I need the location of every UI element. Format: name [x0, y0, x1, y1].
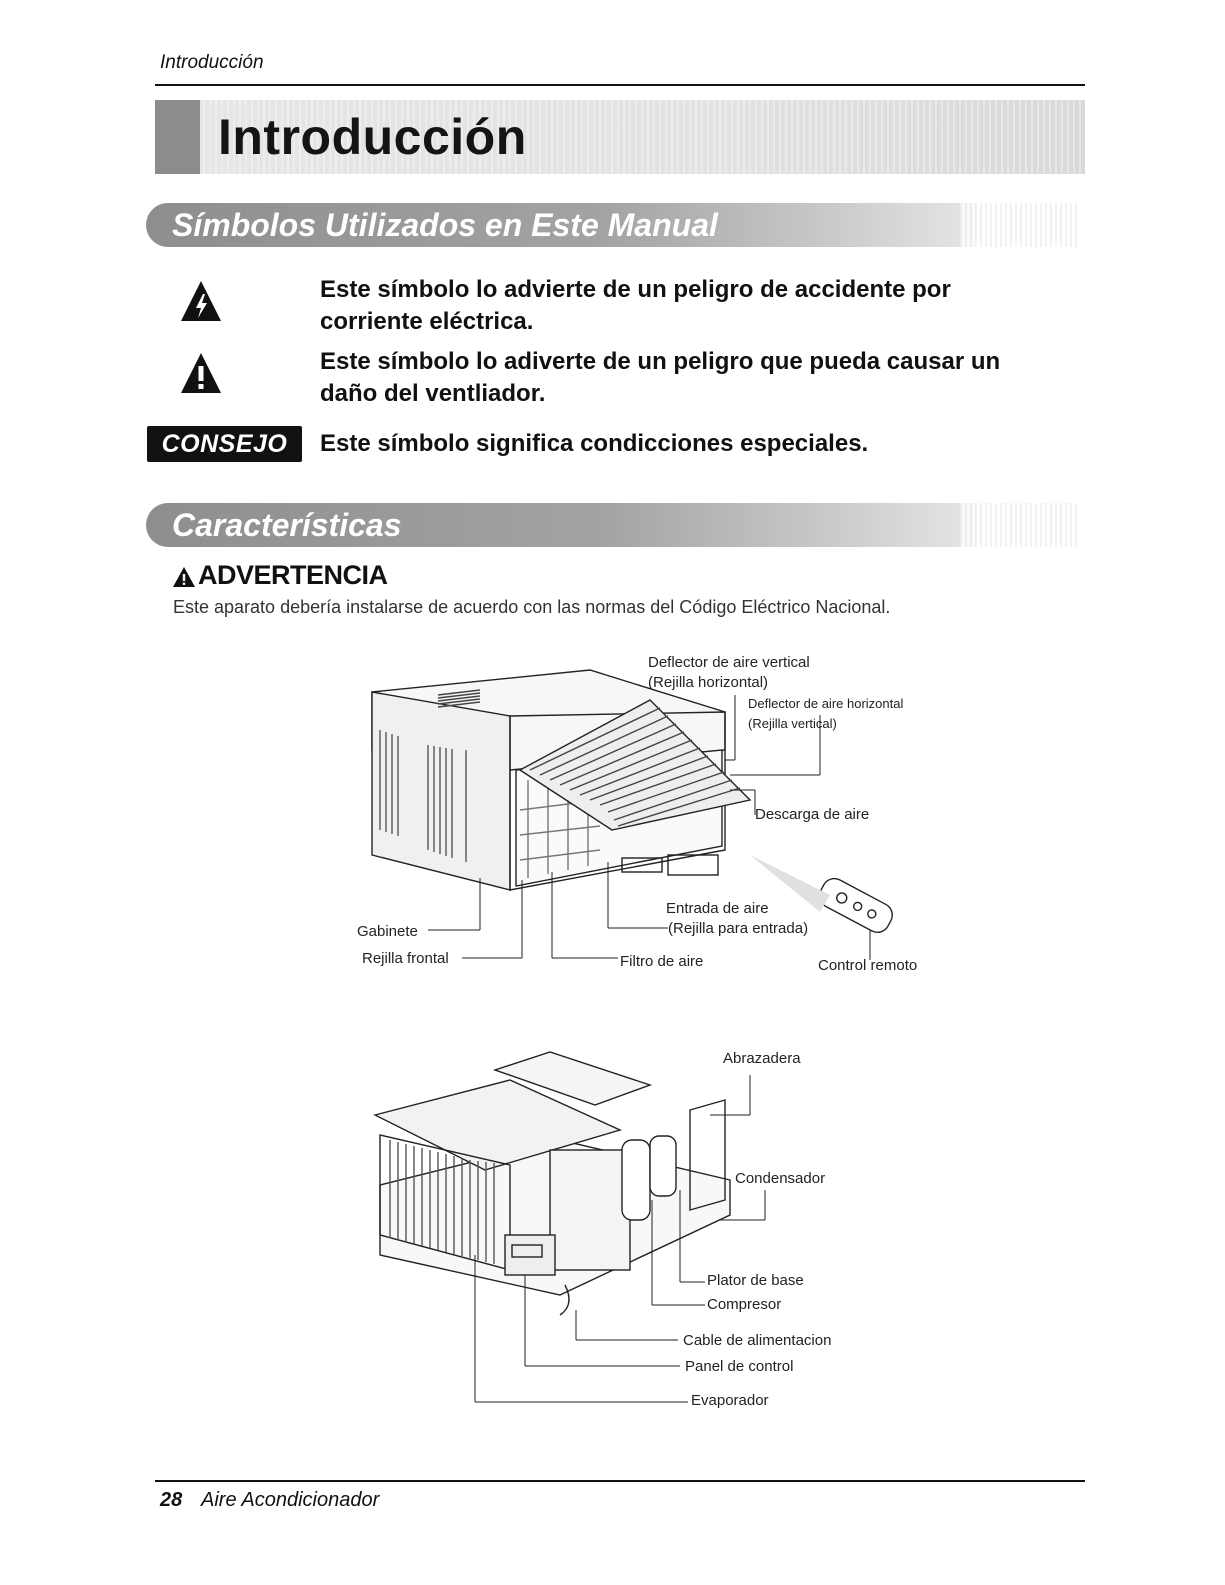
label-deflector-horizontal: Deflector de aire horizontal [748, 696, 903, 711]
section-banner-fade [960, 503, 1080, 547]
symbol-text-electric: Este símbolo lo advierte de un peligro d… [320, 274, 1080, 338]
label-rejilla-vertical: (Rejilla vertical) [748, 716, 837, 731]
running-header: Introducción [160, 52, 264, 74]
symbol-text-tip: Este símbolo significa condicciones espe… [320, 428, 1080, 460]
label-filtro: Filtro de aire [620, 953, 703, 970]
page-number: 28 [160, 1489, 182, 1512]
label-compresor: Compresor [707, 1296, 781, 1313]
footer-title: Aire Acondicionador [201, 1489, 379, 1512]
warning-heading: ADVERTENCIA [198, 560, 388, 591]
label-rejilla-frontal: Rejilla frontal [362, 950, 449, 967]
label-control-remoto: Control remoto [818, 957, 917, 974]
label-plator: Plator de base [707, 1272, 804, 1289]
warning-icon [172, 566, 196, 588]
chapter-banner-block [155, 100, 200, 174]
label-panel: Panel de control [685, 1358, 793, 1375]
warning-text: Este aparato debería instalarse de acuer… [173, 597, 890, 618]
section-title-features: Características [172, 507, 401, 544]
footer-rule [155, 1480, 1085, 1482]
label-rejilla-horizontal: (Rejilla horizontal) [648, 674, 768, 691]
label-evaporador: Evaporador [691, 1392, 769, 1409]
caution-icon [180, 352, 222, 394]
symbol-text-caution: Este símbolo lo adiverte de un peligro q… [320, 346, 1080, 410]
label-condensador: Condensador [735, 1170, 825, 1187]
header-rule [155, 84, 1085, 86]
label-gabinete: Gabinete [357, 923, 418, 940]
consejo-badge: CONSEJO [147, 426, 302, 462]
label-rejilla-entrada: (Rejilla para entrada) [668, 920, 808, 937]
electric-hazard-icon [180, 280, 222, 322]
label-descarga: Descarga de aire [755, 806, 869, 823]
label-deflector-vertical: Deflector de aire vertical [648, 654, 810, 671]
section-banner-fade [960, 203, 1080, 247]
label-cable: Cable de alimentacion [683, 1332, 831, 1349]
label-abrazadera: Abrazadera [723, 1050, 801, 1067]
section-title-symbols: Símbolos Utilizados en Este Manual [172, 207, 718, 244]
chapter-title: Introducción [218, 108, 527, 166]
label-entrada: Entrada de aire [666, 900, 769, 917]
